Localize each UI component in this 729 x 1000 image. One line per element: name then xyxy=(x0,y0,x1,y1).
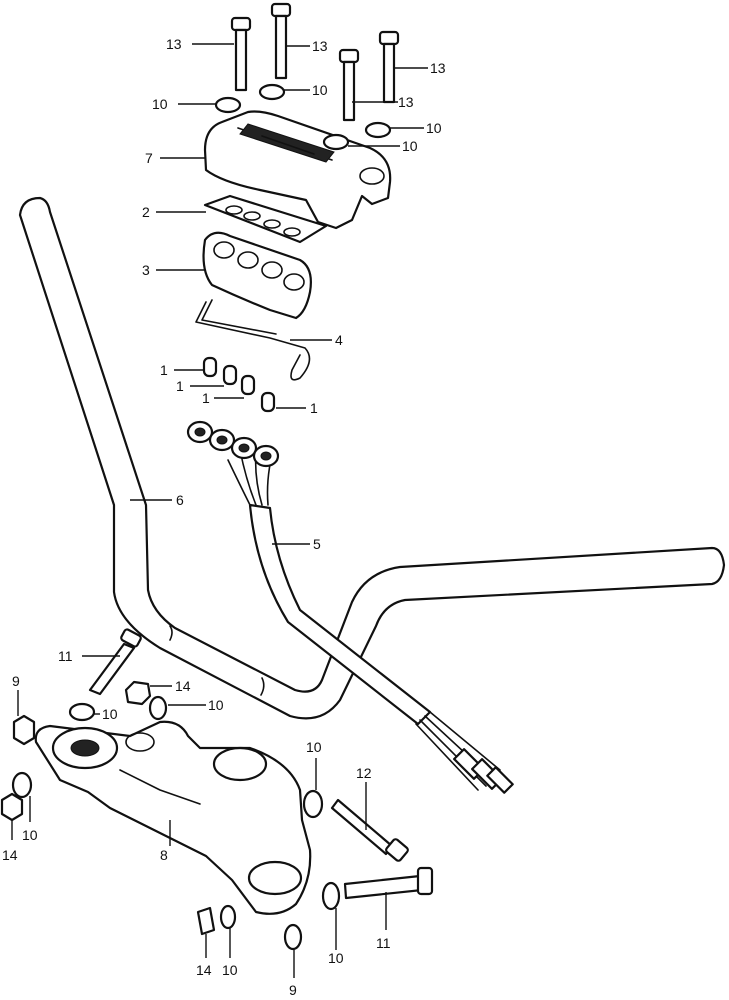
callout-14: 14 xyxy=(196,962,212,978)
callout-8: 8 xyxy=(160,847,168,863)
callout-9: 9 xyxy=(289,982,297,998)
callout-7: 7 xyxy=(145,150,153,166)
callout-labels: 13 13 13 13 10 10 10 10 7 2 3 4 1 1 1 1 … xyxy=(2,36,446,998)
callout-1: 1 xyxy=(160,362,168,378)
callout-1: 1 xyxy=(176,378,184,394)
wire-harness xyxy=(227,449,514,794)
indicator-case xyxy=(202,231,312,320)
handlebar xyxy=(18,196,726,720)
top-bolts xyxy=(230,2,400,122)
callout-6: 6 xyxy=(176,492,184,508)
callout-11: 11 xyxy=(376,935,391,951)
wire-clip xyxy=(195,299,311,381)
callout-1: 1 xyxy=(310,400,318,416)
callout-10: 10 xyxy=(402,138,418,154)
callout-12: 12 xyxy=(356,765,372,781)
nuts-and-washers xyxy=(0,680,341,951)
callout-1: 1 xyxy=(202,390,210,406)
callout-14: 14 xyxy=(2,847,18,863)
holder-bolts xyxy=(88,628,434,900)
leader-lines xyxy=(11,43,428,978)
callout-10: 10 xyxy=(152,96,168,112)
callout-10: 10 xyxy=(222,962,238,978)
callout-11: 11 xyxy=(58,648,73,664)
top-washers xyxy=(214,83,392,151)
callout-13: 13 xyxy=(166,36,182,52)
gasket xyxy=(203,194,328,244)
callout-13: 13 xyxy=(312,38,328,54)
callout-4: 4 xyxy=(335,332,343,348)
callout-5: 5 xyxy=(313,536,321,552)
callout-10: 10 xyxy=(312,82,328,98)
callout-9: 9 xyxy=(12,673,20,689)
callout-10: 10 xyxy=(102,706,118,722)
callout-2: 2 xyxy=(142,204,150,220)
callout-3: 3 xyxy=(142,262,150,278)
lower-holder xyxy=(34,720,312,915)
callout-10: 10 xyxy=(306,739,322,755)
callout-13: 13 xyxy=(398,94,414,110)
callout-10: 10 xyxy=(328,950,344,966)
indicator-bulbs xyxy=(202,356,276,413)
callout-10: 10 xyxy=(22,827,38,843)
callout-10: 10 xyxy=(208,697,224,713)
callout-13: 13 xyxy=(430,60,446,76)
bulb-sockets xyxy=(186,420,280,468)
callout-10: 10 xyxy=(426,120,442,136)
callout-14: 14 xyxy=(175,678,191,694)
